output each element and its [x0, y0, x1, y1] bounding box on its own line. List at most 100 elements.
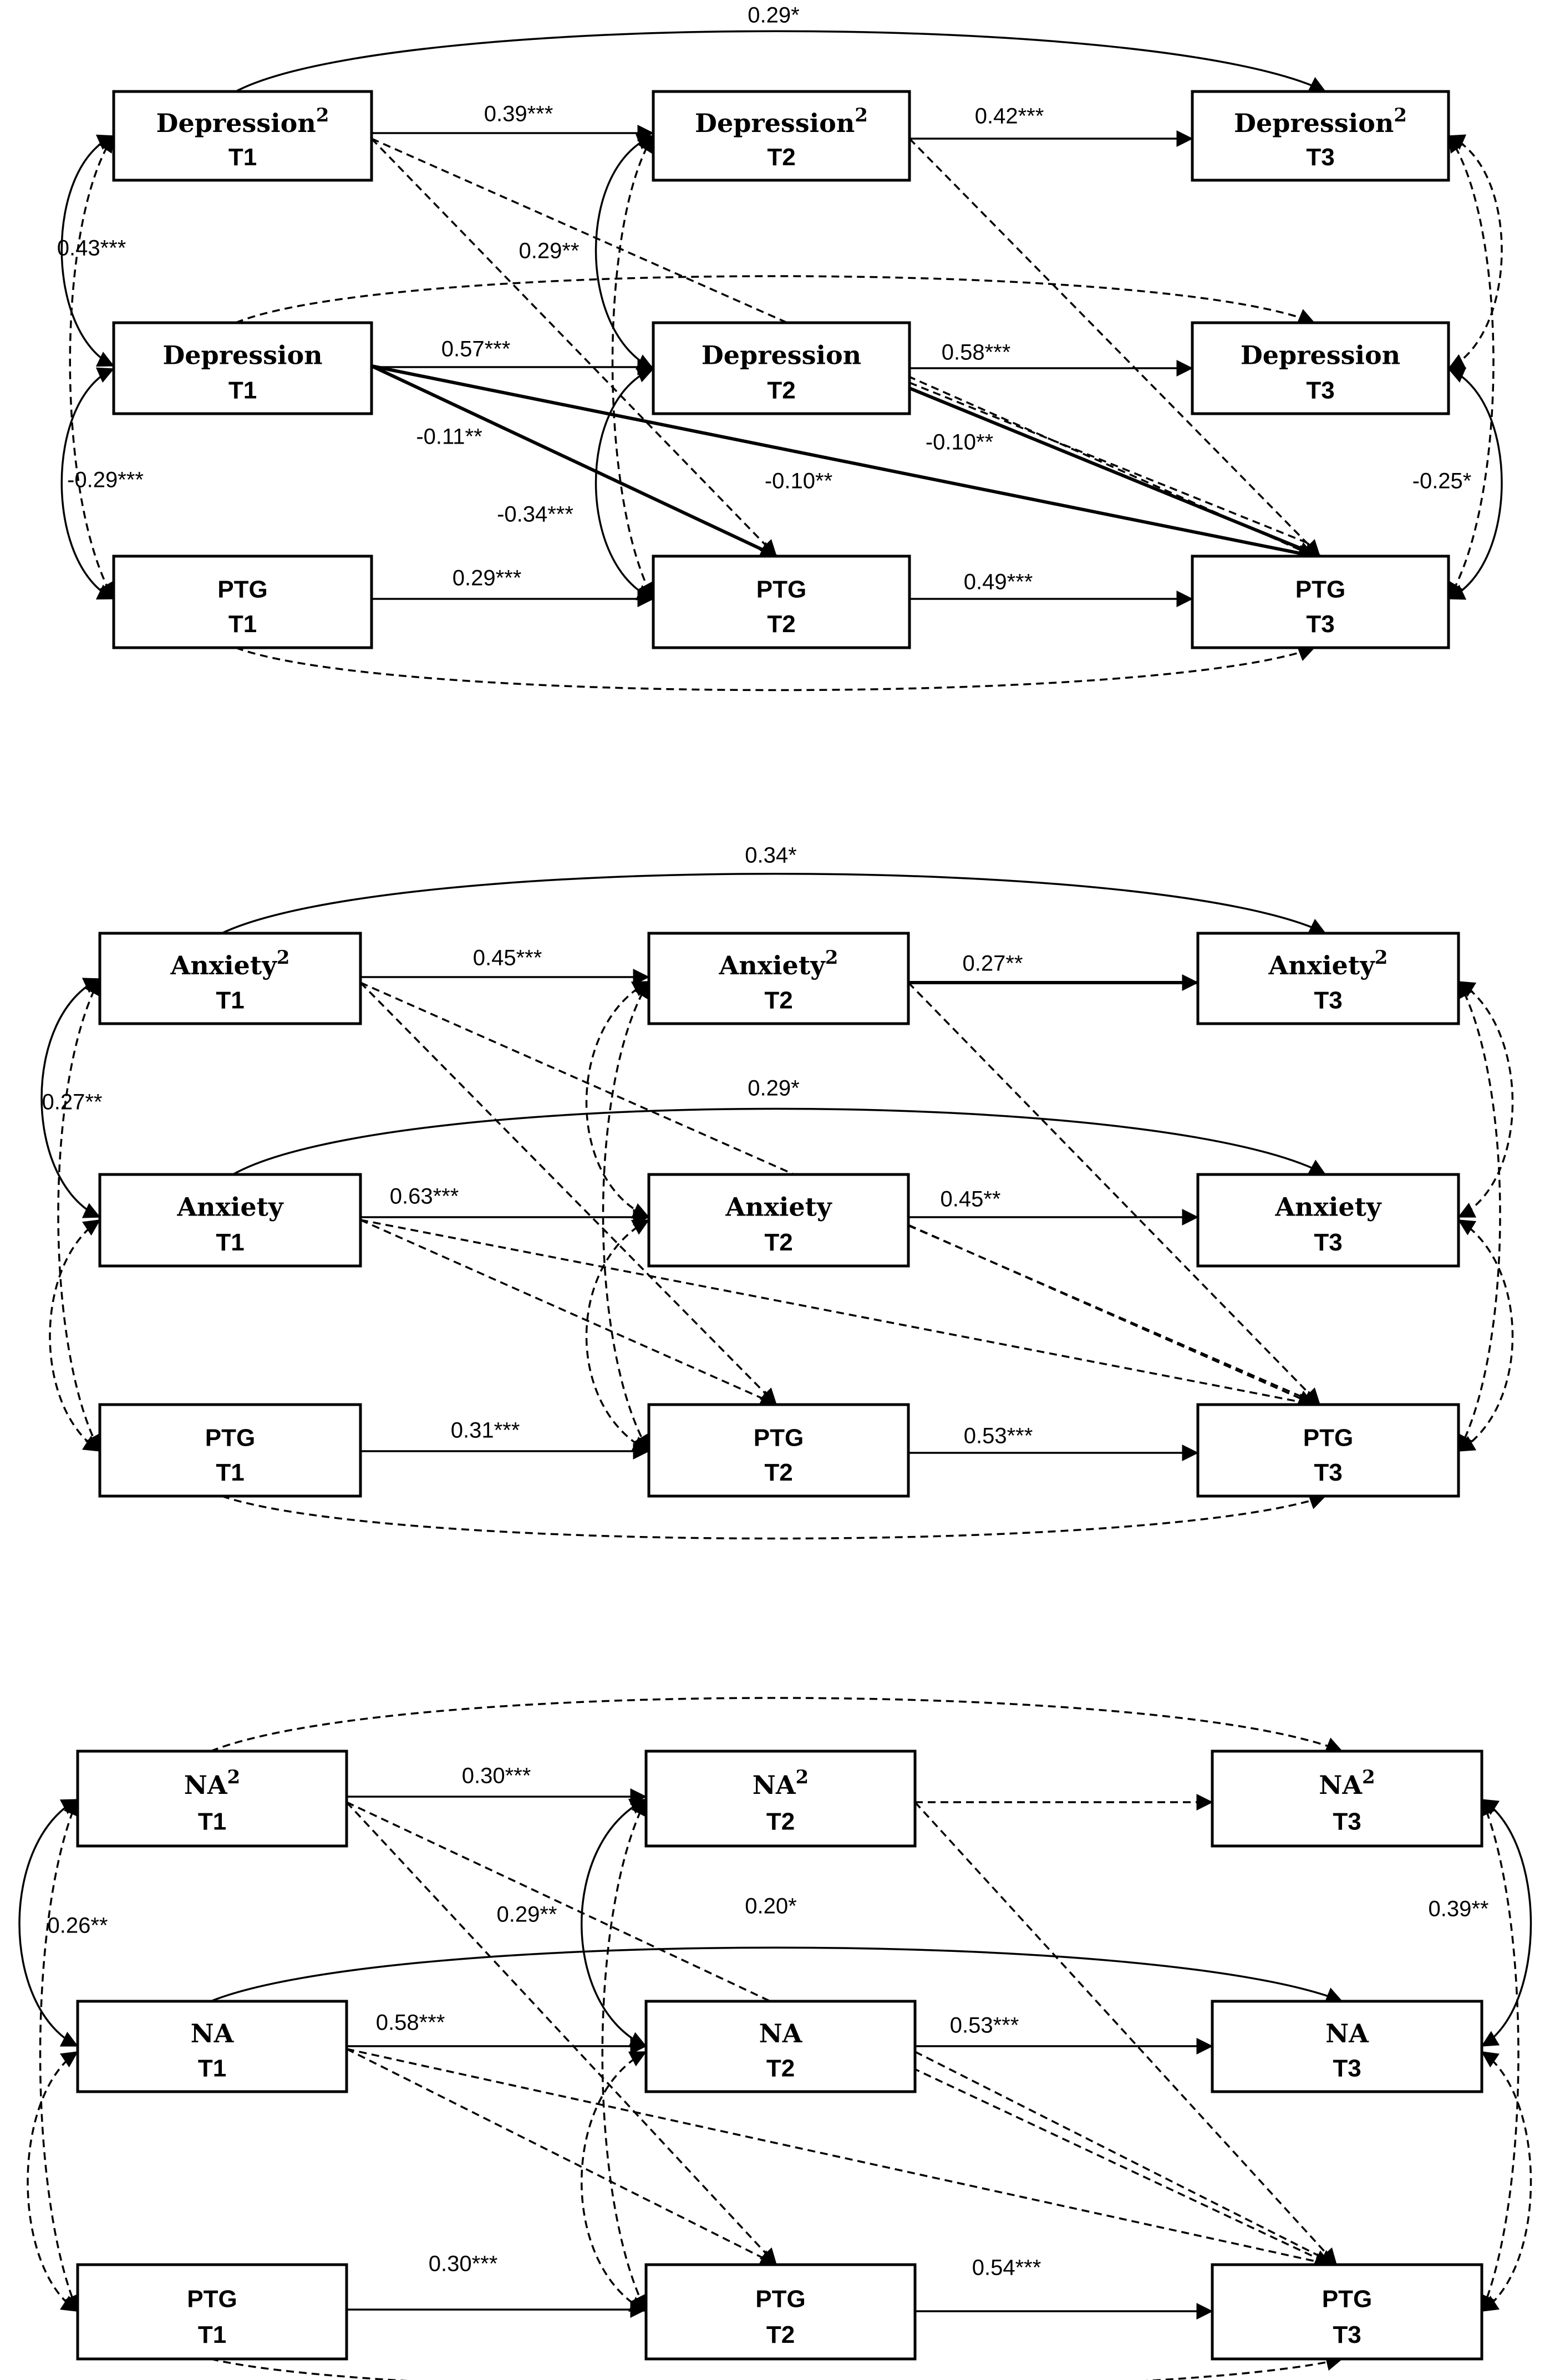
node-name-text: Anxiety — [1268, 950, 1376, 980]
node-name: Anxiety2 — [1268, 947, 1388, 980]
edge-lin1-lin3 — [235, 275, 1315, 324]
coefficient-label: -0.10** — [926, 430, 993, 455]
node-time: T1 — [228, 377, 257, 404]
node-time: T1 — [216, 1229, 244, 1256]
node-name-text: NA — [1319, 1770, 1363, 1800]
node-box — [652, 555, 911, 649]
node-name: Anxiety — [176, 1192, 284, 1222]
node-name: PTG — [754, 1424, 804, 1451]
node-name-text: PTG — [1322, 2285, 1372, 2312]
coefficient-label: 0.29** — [497, 1903, 557, 1927]
node-box — [1196, 1173, 1460, 1268]
coefficient-label: -0.29*** — [67, 468, 144, 492]
coefficient-label: 0.54*** — [972, 2256, 1041, 2280]
edge-sq1-sq3 — [221, 873, 1327, 934]
edge-lin1-ptg3 — [360, 1219, 1315, 1410]
cov-sq1-lin1 — [40, 978, 101, 1218]
node-name: PTG — [756, 576, 806, 603]
edge-lin2-ptg3-dashed — [909, 382, 1309, 545]
node-superscript: 2 — [1394, 104, 1407, 126]
edge-lin1-ptg2 — [370, 364, 777, 558]
coefficient-label: 0.27** — [42, 1090, 103, 1115]
coefficient-label: 0.53*** — [964, 1424, 1033, 1448]
node-superscript: 2 — [316, 104, 329, 126]
node-name: PTG — [205, 1424, 255, 1451]
cov-sq2-ptg2 — [602, 980, 650, 1452]
node-time: T2 — [766, 2055, 795, 2082]
edges-layer — [18, 30, 1532, 2380]
node-name: Depression — [162, 340, 322, 370]
node-time: T3 — [1314, 1229, 1342, 1256]
node-time: T3 — [1306, 144, 1334, 171]
node-name: PTG — [1322, 2285, 1372, 2312]
node-box — [76, 2263, 348, 2361]
node-superscript: 2 — [825, 947, 839, 969]
cov-sq1-ptg1 — [39, 1798, 79, 2312]
edge-lin1-lin3 — [232, 1107, 1327, 1176]
coefficient-label: -0.34*** — [497, 502, 573, 527]
node-time: T3 — [1306, 377, 1334, 404]
node-name: NA2 — [1319, 1766, 1375, 1800]
coefficient-label: 0.39** — [1429, 1897, 1489, 1921]
coefficient-label: 0.49*** — [964, 570, 1033, 594]
node-box — [647, 1403, 910, 1498]
node-box — [652, 321, 911, 415]
panel-na: NA2T1NA2T2NA2T3NAT1NAT2NAT3PTGT1PTGT2PTG… — [76, 1750, 1483, 2361]
node-name-text: PTG — [187, 2285, 237, 2312]
node-time: T1 — [216, 1459, 244, 1486]
node-time: T1 — [198, 1808, 226, 1835]
node-box — [1191, 90, 1450, 182]
node-time: T3 — [1314, 1459, 1342, 1486]
cov-lin2-ptg2 — [581, 2051, 647, 2312]
cov-sq2-lin2 — [585, 980, 650, 1219]
node-box — [1196, 932, 1460, 1025]
coefficient-label: 0.45** — [941, 1187, 1001, 1212]
cov-lin2-ptg2 — [594, 367, 654, 601]
coefficient-label: 0.57*** — [441, 337, 511, 362]
edge-sq1-ptg3 — [346, 1801, 1332, 2266]
node-time: T3 — [1333, 2321, 1361, 2348]
cov-sq3-ptg3 — [1480, 1798, 1520, 2312]
node-box — [644, 2263, 917, 2361]
cov-sq1-lin1 — [60, 134, 115, 367]
edge-ptg1-ptg3 — [221, 1493, 1327, 1540]
node-box — [98, 1173, 362, 1268]
node-name: PTG — [217, 576, 267, 603]
coefficient-label: -0.10** — [765, 469, 832, 494]
edge-sq2-ptg3 — [908, 138, 1321, 557]
node-name-text: Depression — [1241, 340, 1400, 370]
node-superscript: 2 — [227, 1766, 241, 1788]
cov-sq3-lin3 — [1481, 1798, 1532, 2047]
node-time: T2 — [764, 987, 792, 1014]
coefficient-label: 0.29* — [748, 1076, 799, 1101]
coefficient-label: -0.11** — [416, 425, 482, 449]
node-name: Anxiety2 — [719, 947, 839, 980]
coefficient-label: 0.42*** — [975, 104, 1044, 129]
coefficient-label: 0.29* — [748, 3, 799, 28]
edge-lin1-ptg3 — [371, 364, 1315, 562]
node-time: T3 — [1306, 611, 1334, 638]
node-name-text: PTG — [1303, 1424, 1353, 1451]
cov-lin1-ptg1 — [27, 2051, 79, 2312]
boxes-layer: Depression2T1Depression2T2Depression2T3D… — [76, 90, 1483, 2361]
node-time: T1 — [198, 2321, 226, 2348]
node-name-text: Anxiety — [1274, 1192, 1382, 1222]
node-time: T2 — [766, 2321, 795, 2348]
node-box — [647, 1173, 910, 1268]
node-box — [76, 2000, 348, 2093]
cov-sq3-lin3 — [1457, 980, 1514, 1218]
